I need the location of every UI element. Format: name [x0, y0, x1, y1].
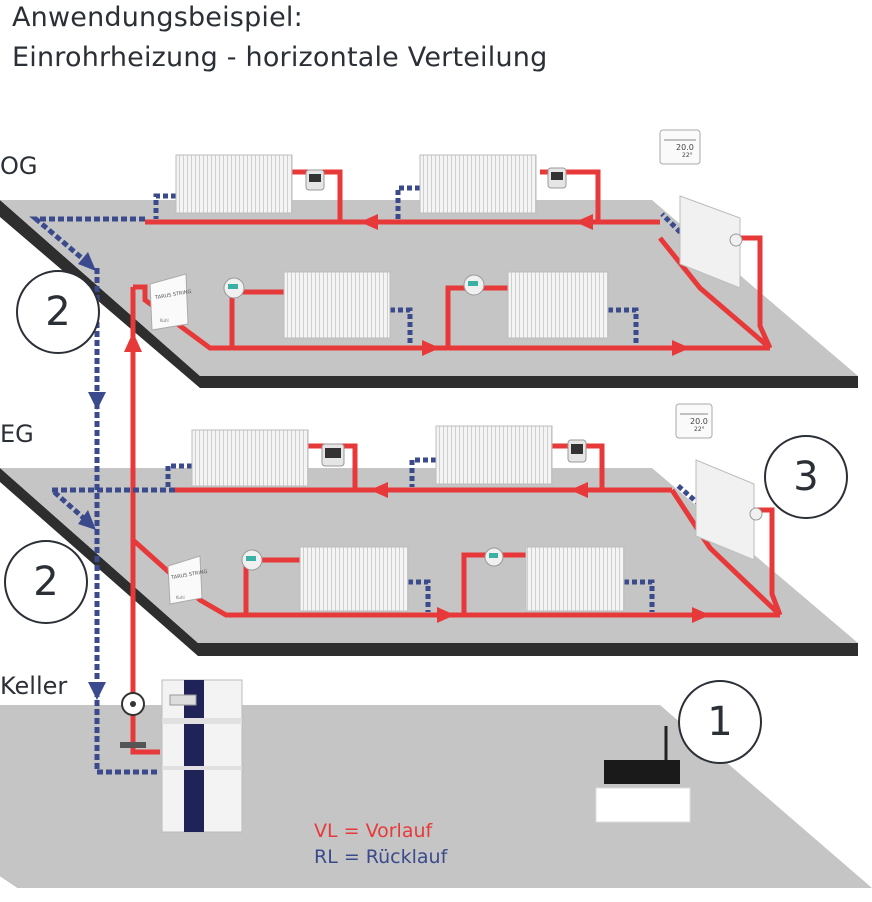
radiator-thermostat [729, 233, 743, 247]
og-pipes [29, 169, 773, 356]
legend-ruecklauf: RL = Rücklauf [314, 846, 448, 868]
radiator-thermostat [305, 169, 325, 191]
radiator [191, 429, 309, 487]
wall-thermostat-display-eg: 20.0 [690, 417, 708, 426]
pump-icon [120, 692, 146, 748]
controller-sub-eg: Kuhl [176, 595, 185, 600]
radiator-thermostat [484, 547, 504, 567]
riser-ruecklauf [88, 268, 160, 775]
zone-controller-eg [167, 555, 203, 605]
floor-label-eg: EG [0, 420, 34, 448]
wall-thermostat-sub-og: 22° [682, 152, 693, 159]
floor-label-keller: Keller [0, 672, 68, 700]
radiators-og [175, 154, 741, 339]
badge-3: 3 [764, 435, 848, 519]
wall-thermostat-og [659, 129, 701, 165]
floor-og [0, 200, 858, 388]
radiator [299, 546, 409, 612]
wall-thermostat-sub-eg: 22° [694, 426, 705, 433]
title-line-2: Einrohrheizung - horizontale Verteilung [12, 42, 548, 73]
radiator-thermostat [567, 439, 587, 463]
radiator-thermostat [223, 277, 245, 299]
badge-1: 1 [678, 680, 762, 764]
radiator-thermostat [321, 443, 345, 467]
radiator-thermostat [547, 167, 567, 189]
boiler [161, 679, 243, 833]
radiator-side [679, 195, 741, 289]
gateway-device [595, 726, 691, 823]
radiator [507, 271, 609, 339]
radiator-thermostat [463, 274, 485, 296]
radiator-side [695, 459, 755, 561]
wall-thermostat-display-og: 20.0 [676, 143, 694, 152]
thermostat-heads [223, 167, 763, 571]
zone-controller-og [149, 273, 189, 331]
badge-2-og: 2 [16, 270, 100, 354]
controller-sub-og: Kuhl [160, 318, 169, 323]
radiator [419, 154, 537, 214]
legend-vorlauf: VL = Vorlauf [314, 820, 433, 842]
radiator [175, 154, 293, 214]
radiator [435, 425, 553, 485]
radiator-thermostat [749, 507, 763, 521]
badge-2-eg: 2 [4, 540, 88, 624]
riser-vorlauf [124, 287, 160, 755]
radiator [283, 271, 391, 339]
title-line-1: Anwendungsbeispiel: [12, 2, 303, 33]
floor-eg [0, 468, 858, 656]
wall-thermostat-eg [675, 403, 713, 439]
radiator [525, 546, 625, 612]
radiator-thermostat [241, 549, 263, 571]
radiators-eg [191, 425, 755, 612]
floor-label-og: OG [0, 152, 38, 180]
